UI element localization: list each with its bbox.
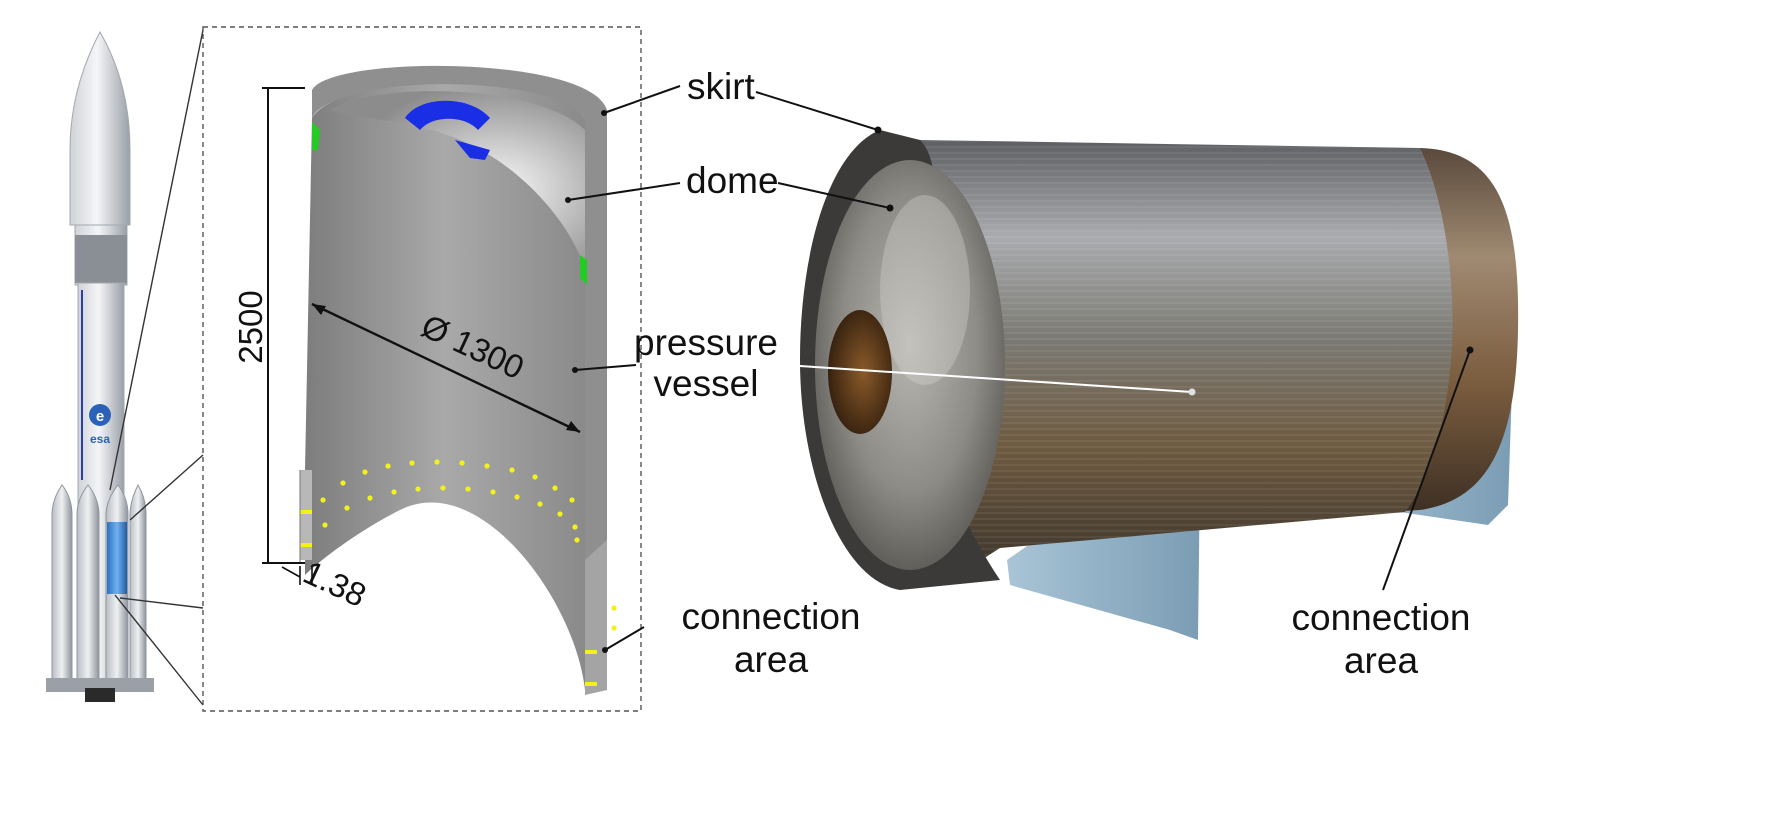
esa-logo-mark: e <box>96 408 104 425</box>
dimension-diameter <box>311 302 581 434</box>
rocket-booster-left-inner <box>76 484 100 686</box>
callout-leaders <box>567 85 1471 651</box>
label-pressure-vessel-line1: pressure <box>634 322 778 363</box>
cad-dome-port-ring <box>405 100 490 160</box>
label-connection-area-right-line2: area <box>1344 640 1418 681</box>
cad-ply-edge-right <box>580 255 587 285</box>
rocket-nozzle <box>85 688 115 702</box>
label-connection-area-right-line1: connection <box>1292 597 1471 638</box>
cad-bolt-holes <box>300 459 617 686</box>
zoom-guide-lines <box>109 29 204 706</box>
detail-frame <box>202 26 642 712</box>
tank-photo <box>800 130 1519 640</box>
rocket-illustration: e esa <box>46 30 154 702</box>
label-connection-area-left-line1: connection <box>682 596 861 637</box>
dimension-height <box>262 87 305 564</box>
dimension-wall <box>281 566 313 585</box>
tank-dome-highlight <box>880 195 970 385</box>
tank-dome-opening <box>828 310 892 434</box>
cad-dome-interior <box>330 91 585 270</box>
rocket-booster-right-outer <box>129 483 147 681</box>
rocket-booster-right-highlighted <box>105 484 129 686</box>
label-dome: dome <box>686 160 779 201</box>
label-skirt: skirt <box>687 66 756 107</box>
esa-logo-text: esa <box>90 432 110 446</box>
esa-logo-icon <box>89 404 111 426</box>
dimension-wall-value: 1.38 <box>298 553 372 614</box>
cad-connection-flange <box>585 540 607 695</box>
cad-ply-edge-top <box>312 122 320 150</box>
cad-cutaway-model <box>299 65 617 695</box>
rocket-booster-left-outer <box>51 484 73 681</box>
rocket-base <box>46 678 154 692</box>
cad-pressure-vessel-wall <box>305 84 585 691</box>
rocket-interstage-ring <box>75 235 127 283</box>
dimension-height-value: 2500 <box>232 290 269 363</box>
rocket-fairing <box>69 30 131 226</box>
cad-cut-face-left <box>300 470 312 560</box>
label-connection-area-left-line2: area <box>734 639 808 680</box>
label-pressure-vessel-line2: vessel <box>654 363 759 404</box>
callout-leader-dots <box>565 110 1474 653</box>
rocket-booster-composite-tank <box>107 522 127 594</box>
tank-dome-face <box>815 160 1005 570</box>
